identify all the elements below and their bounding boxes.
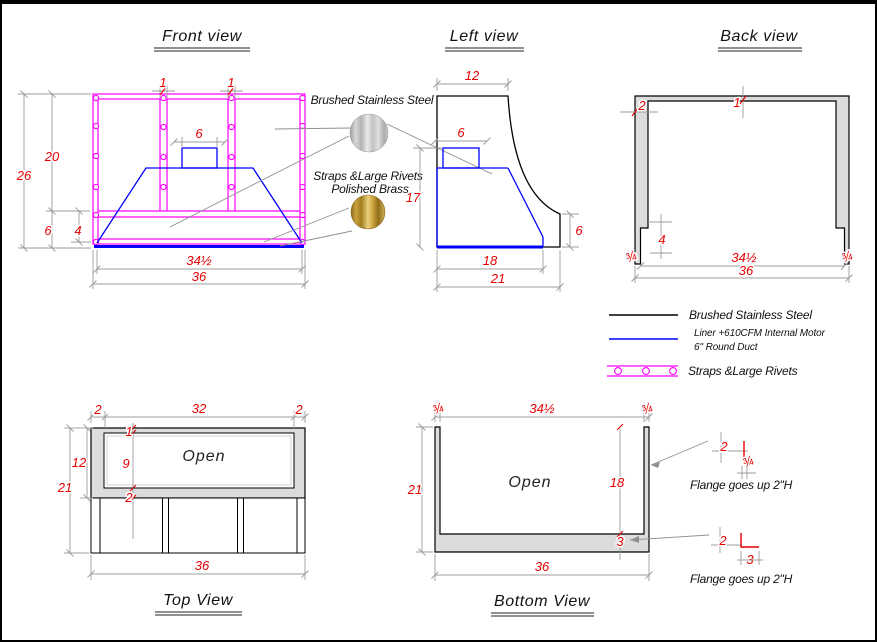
left-view-title: Left view (445, 28, 524, 52)
front-view-title-text: Front view (162, 28, 243, 45)
left-dim-top-depth: 12 (465, 68, 480, 83)
flange-leader-lines (629, 440, 710, 543)
legend-stainless-label: Brushed Stainless Steel (689, 308, 812, 322)
front-straps-frame (92, 93, 306, 245)
brass-sample-swatch (350, 194, 386, 230)
drawing-canvas: Front view (14, 28, 857, 617)
top-apron (90, 497, 306, 554)
stainless-callout-label: Brushed Stainless Steel (311, 93, 434, 107)
front-view: Front view (14, 28, 309, 289)
top-open-label: Open (182, 448, 225, 465)
left-shell-outline (436, 95, 561, 248)
stainless-sample-swatch (349, 113, 389, 153)
legend: Brushed Stainless Steel Liner +610CFM In… (607, 308, 826, 378)
left-dim-total-depth: 21 (490, 271, 505, 286)
bottom-dim-flange-right: ¾ (639, 399, 655, 417)
front-dim-upper-height: 20 (44, 149, 60, 164)
front-view-title: Front view (154, 28, 250, 52)
back-dim-inner-width: 34½ (731, 250, 756, 265)
bottom-dim-open-depth: 18 (610, 475, 625, 490)
bottom-dim-band-depth: 3 (616, 534, 624, 549)
bottom-dim-flange-left: ¾ (430, 399, 446, 417)
flange-bottom-dim-height: 2 (718, 533, 727, 548)
back-view-title-text: Back view (720, 28, 798, 45)
top-dim-frame-depth: 12 (72, 455, 87, 470)
front-dim-lower-height: 6 (44, 223, 52, 238)
bottom-shell (434, 426, 650, 553)
bottom-dim-inner-width: 34½ (529, 401, 554, 416)
left-dim-duct-width: 6 (457, 125, 465, 140)
back-shell-outline (634, 95, 850, 265)
flange-bottom-note: Flange goes up 2"H (690, 572, 793, 586)
bottom-view: Open ¾ 34½ ¾ 21 18 3 36 Bottom View (405, 398, 710, 617)
top-view-title-text: Top View (163, 592, 234, 609)
back-dim-flange-right: ¾ (839, 247, 855, 265)
back-dim-top-band: 1 (733, 95, 740, 110)
material-callouts: Brushed Stainless Steel Straps &Large Ri… (169, 93, 493, 247)
back-dim-notch-height: 4 (658, 232, 665, 247)
back-dimensions: 2 1 4 ¾ ¾ 34½ 36 (620, 86, 857, 283)
front-rivets (92, 94, 306, 246)
bottom-view-title: Bottom View (491, 593, 594, 617)
brass-callout-label-1: Straps &Large Rivets (313, 169, 423, 183)
left-dim-liner-depth: 18 (483, 253, 498, 268)
back-dim-side-band: 2 (637, 98, 646, 113)
brass-callout-label-2: Polished Brass (331, 182, 408, 196)
top-dim-total-depth: 21 (57, 480, 72, 495)
front-dimensions: 26 20 6 4 1 1 6 34½ 36 (14, 74, 309, 289)
top-dim-open-depth: 9 (122, 456, 129, 471)
top-dim-total-width: 36 (195, 558, 210, 573)
legend-straps-label: Straps &Large Rivets (688, 364, 798, 378)
bottom-dim-total-width: 36 (535, 559, 550, 574)
front-dim-duct-width: 6 (195, 126, 203, 141)
top-view: Open 2 32 2 12 (55, 400, 309, 616)
flange-detail-top: 2 ¾ Flange goes up 2"H (690, 432, 793, 492)
legend-liner-label-2: 6" Round Duct (694, 342, 759, 353)
back-dim-total-width: 36 (739, 263, 754, 278)
back-view-title: Back view (718, 28, 802, 52)
front-dim-inner-height: 4 (74, 223, 81, 238)
flange-detail-bottom: 2 3 Flange goes up 2"H (690, 527, 793, 586)
legend-liner-label-1: Liner +610CFM Internal Motor (694, 328, 826, 339)
legend-straps-sample (607, 365, 678, 377)
flange-bottom-dim-width: 3 (746, 552, 754, 567)
bottom-view-title-text: Bottom View (494, 593, 591, 610)
top-dim-left-band: 2 (93, 402, 102, 417)
front-dim-total-width: 36 (192, 269, 207, 284)
left-liner (436, 147, 544, 249)
left-dim-liner-height: 17 (406, 190, 421, 205)
left-dim-shell-right-height: 6 (575, 223, 583, 238)
front-dim-strap-width-2: 1 (227, 75, 234, 90)
flange-top-dim-height: 2 (719, 439, 728, 454)
top-opening (103, 432, 295, 489)
top-dimensions: 2 32 2 12 21 1 9 2 36 (55, 400, 309, 580)
front-dim-total-height: 26 (16, 168, 32, 183)
front-dim-strap-width-1: 1 (159, 75, 166, 90)
top-dim-band-bottom: 2 (124, 490, 133, 505)
bottom-dim-total-depth: 21 (407, 482, 422, 497)
left-dimensions: 12 6 17 18 21 6 (404, 67, 585, 292)
left-view: Left view 12 6 17 18 (404, 28, 585, 292)
top-dim-band-top: 1 (125, 424, 132, 439)
top-dim-open-width: 32 (192, 401, 207, 416)
top-dim-right-band: 2 (294, 402, 303, 417)
front-liner (94, 147, 304, 248)
top-view-title: Top View (155, 592, 242, 616)
bottom-open-label: Open (508, 474, 551, 491)
left-view-title-text: Left view (450, 28, 519, 45)
back-view: Back view 2 1 4 ¾ ¾ 34½ 36 (620, 28, 857, 283)
front-dim-inner-width: 34½ (186, 253, 211, 268)
flange-top-note: Flange goes up 2"H (690, 478, 793, 492)
